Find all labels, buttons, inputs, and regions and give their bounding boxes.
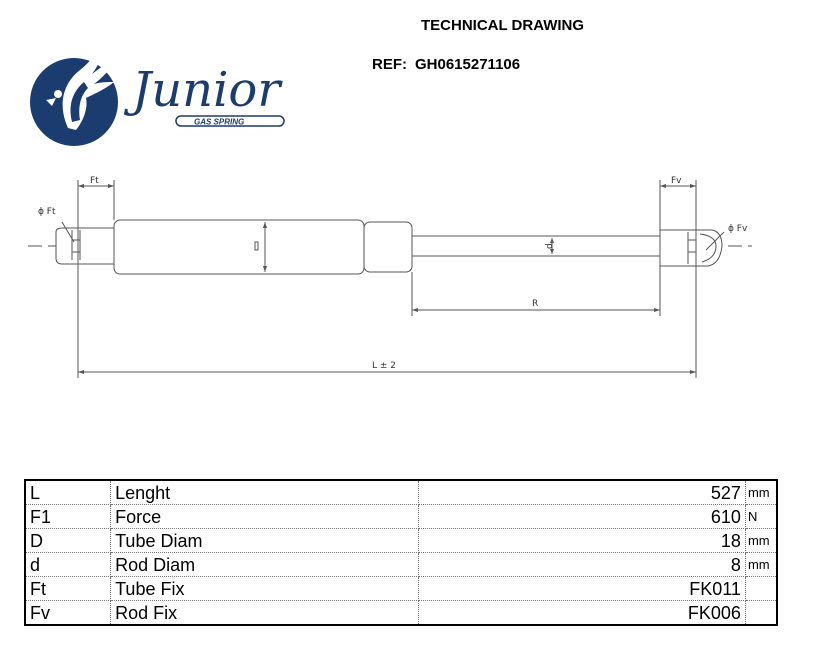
spec-label: Lenght — [110, 479, 419, 505]
spec-code: d — [24, 552, 112, 577]
r-label: R — [532, 299, 538, 309]
page-title: TECHNICAL DRAWING — [421, 17, 585, 34]
spec-code: L — [24, 479, 112, 505]
d-label: d — [545, 243, 555, 249]
spec-label: Tube Fix — [110, 576, 419, 601]
spec-value: 527 — [417, 479, 746, 505]
spec-unit: mm — [744, 552, 778, 577]
spec-code: Fv — [24, 600, 112, 626]
ref-label: REF: — [372, 56, 407, 73]
spec-value: FK011 — [417, 576, 746, 601]
reference-line: REF: GH0615271106 — [372, 56, 520, 73]
phi-fv-label: ϕ Fv — [728, 224, 748, 234]
spec-unit: mm — [744, 479, 778, 505]
spec-label: Rod Fix — [110, 600, 419, 626]
rod-end-fitting — [659, 229, 723, 267]
main-tube — [113, 219, 413, 275]
spec-unit: N — [744, 504, 778, 529]
spec-label: Rod Diam — [110, 552, 419, 577]
spec-unit — [744, 576, 778, 601]
ref-value: GH0615271106 — [415, 56, 521, 73]
brand-name: Junior — [123, 62, 283, 118]
spec-label: Force — [110, 504, 419, 529]
gas-spring-drawing: Ft Fv ϕ Ft ϕ Fv d R L ± 2 — [28, 176, 752, 378]
fv-label: Fv — [671, 176, 682, 186]
junior-logo: Junior GAS SPRING — [30, 42, 285, 146]
piston-rod — [411, 235, 661, 257]
phi-ft-label: ϕ Ft — [38, 207, 56, 217]
spec-code: Ft — [24, 576, 112, 601]
tube-end-fitting — [55, 227, 115, 265]
spec-value: 8 — [417, 552, 746, 577]
spec-label: Tube Diam — [110, 528, 419, 553]
l-label: L ± 2 — [372, 361, 396, 371]
spec-value: 18 — [417, 528, 746, 553]
eagle-emblem-icon — [30, 42, 118, 146]
brand-tagline: GAS SPRING — [194, 118, 244, 127]
spec-value: FK006 — [417, 600, 746, 626]
spec-code: D — [24, 528, 112, 553]
ft-label: Ft — [90, 176, 99, 186]
spec-unit: mm — [744, 528, 778, 553]
spec-code: F1 — [24, 504, 112, 529]
spec-unit — [744, 600, 778, 626]
spec-value: 610 — [417, 504, 746, 529]
